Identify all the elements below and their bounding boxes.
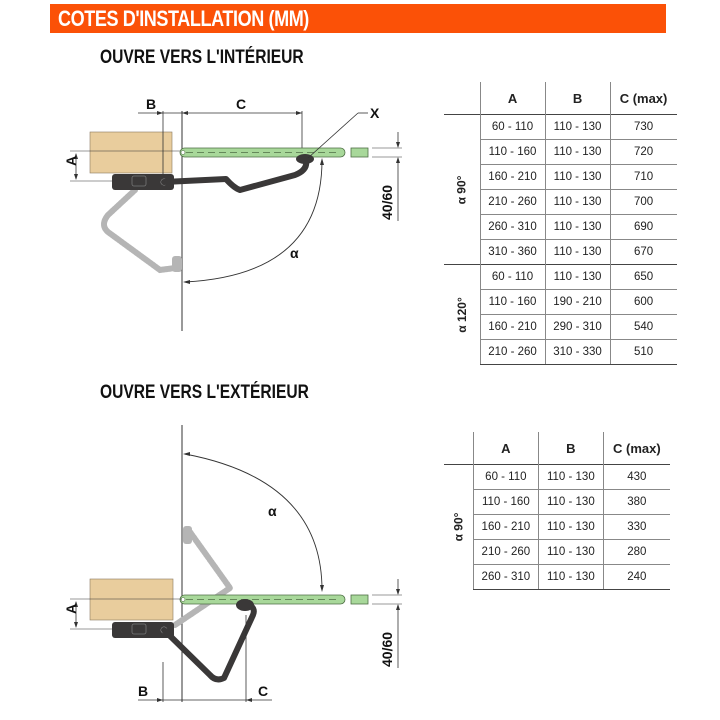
label-a: A — [63, 156, 79, 166]
header-b: B — [537, 432, 604, 465]
section-title-exterior: OUVRE VERS L'EXTÉRIEUR — [100, 382, 309, 403]
header-c: C (max) — [602, 432, 670, 465]
label-thickness: 40/60 — [379, 185, 395, 220]
table-row: 210 - 260 110 - 130 700 — [444, 189, 677, 215]
table-row: 210 - 260 110 - 130 280 — [444, 539, 670, 565]
label-b: B — [146, 96, 156, 112]
motor-body — [112, 174, 174, 190]
page-title: COTES D'INSTALLATION (MM) — [58, 6, 309, 31]
pillar-block — [89, 131, 173, 174]
table-row: 260 - 310 110 - 130 690 — [444, 214, 677, 240]
header-a: A — [472, 432, 539, 465]
label-b: B — [138, 683, 148, 699]
table-row: 160 - 210 110 - 130 330 — [444, 514, 670, 540]
group-label-90: α 90° — [444, 464, 474, 590]
label-alpha: α — [290, 245, 299, 261]
table-interior: A B C (max) α 90° 60 - 110 110 - 130 730… — [444, 82, 677, 365]
header-b: B — [544, 82, 611, 115]
header-c: C (max) — [609, 82, 677, 115]
pillar-block — [89, 578, 174, 621]
label-a: A — [63, 604, 79, 614]
header-banner: COTES D'INSTALLATION (MM) — [50, 4, 666, 33]
table-row: α 90° 60 - 110 110 - 130 430 — [444, 464, 670, 590]
diagram-exterior: α A B C 40/60 — [63, 425, 402, 702]
table-row: 210 - 260 310 - 330 510 — [444, 339, 677, 365]
table-row: 260 - 310 110 - 130 240 — [444, 564, 670, 590]
diagram-interior: B C A X α 40/60 — [63, 96, 402, 331]
table-row: 160 - 210 110 - 130 710 — [444, 164, 677, 190]
table-row: 110 - 160 190 - 210 600 — [444, 289, 677, 315]
section-title-interior: OUVRE VERS L'INTÉRIEUR — [100, 47, 304, 68]
table-row: 160 - 210 290 - 310 540 — [444, 314, 677, 340]
group-label-120: α 120° — [444, 264, 481, 365]
label-thickness: 40/60 — [379, 632, 395, 667]
label-c: C — [236, 96, 246, 112]
table-row: 310 - 360 110 - 130 670 — [444, 239, 677, 265]
group-label-90: α 90° — [444, 114, 481, 265]
table-row: 110 - 160 110 - 130 380 — [444, 489, 670, 515]
table-exterior: A B C (max) α 90° 60 - 110 110 - 130 430… — [444, 432, 670, 590]
table-row: α 90° 60 - 110 110 - 130 730 — [444, 114, 677, 265]
gate-leaf — [179, 594, 346, 605]
label-x: X — [370, 105, 380, 121]
header-a: A — [479, 82, 546, 115]
label-alpha: α — [268, 503, 277, 519]
label-c: C — [258, 683, 268, 699]
table-row: α 120° 60 - 110 110 - 130 650 — [444, 264, 677, 365]
table-row: 110 - 160 110 - 130 720 — [444, 139, 677, 165]
motor-body — [112, 622, 174, 638]
